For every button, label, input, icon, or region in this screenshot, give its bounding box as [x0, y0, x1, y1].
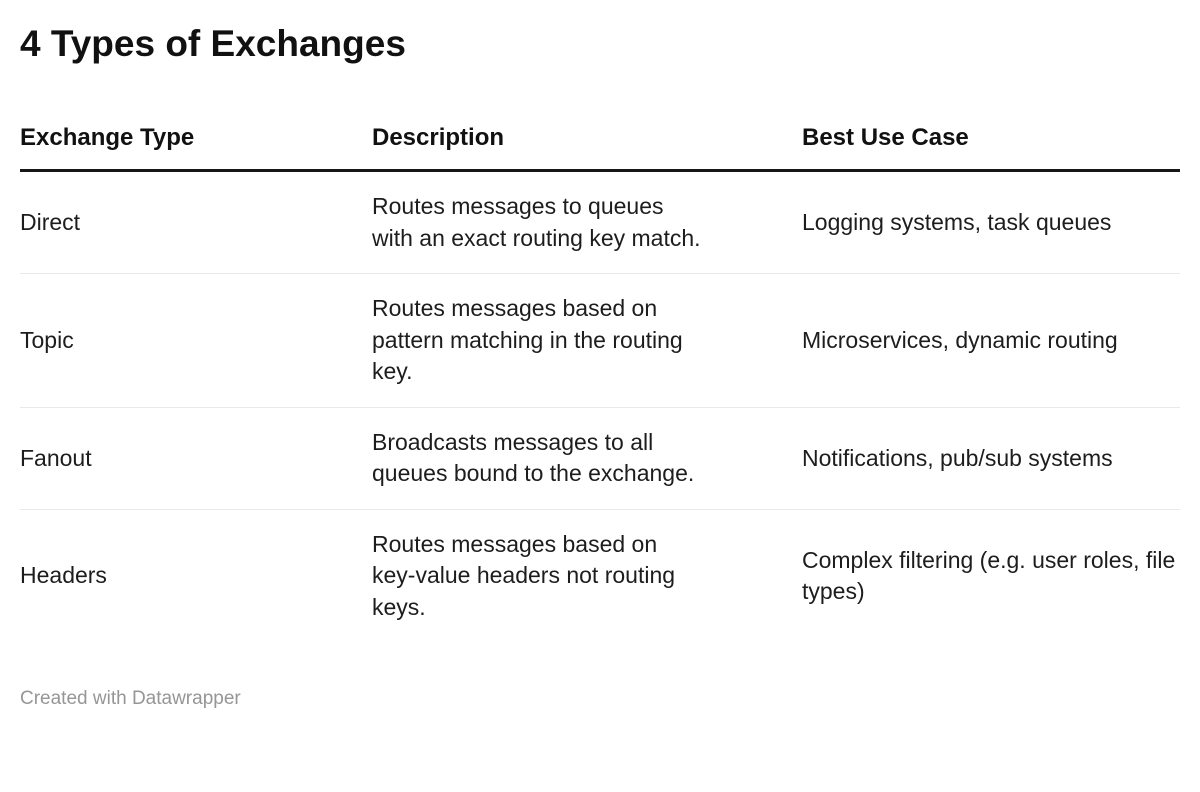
cell-exchange-type: Topic	[20, 273, 372, 408]
use-case-text: Notifications, pub/sub systems	[802, 444, 1113, 471]
cell-best-use-case: Logging systems, task queues	[802, 170, 1180, 275]
table-row-direct: Direct Routes messages to queues with an…	[20, 170, 1180, 275]
column-header-best-use-case: Best Use Case	[802, 123, 1180, 173]
cell-best-use-case: Notifications, pub/sub systems	[802, 407, 1180, 510]
table-row-topic: Topic Routes messages based on pattern m…	[20, 273, 1180, 408]
description-text: Routes messages based on pattern matchin…	[372, 295, 683, 385]
cell-description: Routes messages based on pattern matchin…	[372, 273, 802, 408]
exchange-types-table: Exchange Type Description Best Use Case …	[20, 123, 1180, 642]
chart-container: 4 Types of Exchanges Exchange Type Descr…	[20, 22, 1180, 711]
page-title: 4 Types of Exchanges	[20, 23, 406, 64]
cell-exchange-type: Headers	[20, 562, 107, 589]
cell-best-use-case: Microservices, dynamic routing	[802, 273, 1180, 408]
use-case-text: Microservices, dynamic routing	[802, 326, 1118, 353]
column-header-exchange-type: Exchange Type	[20, 123, 372, 173]
description-text: Routes messages based on key-value heade…	[372, 530, 676, 620]
table-row-headers: Headers Routes messages based on key-val…	[20, 509, 1180, 642]
use-case-text: Logging systems, task queues	[802, 209, 1112, 236]
table-body: Direct Routes messages to queues with an…	[20, 170, 1180, 643]
datawrapper-credit: Created with Datawrapper	[20, 688, 241, 710]
table-row-fanout: Fanout Broadcasts messages to all queues…	[20, 407, 1180, 510]
column-header-description: Description	[372, 123, 802, 173]
cell-description: Routes messages to queues with an exact …	[372, 170, 802, 275]
table-header-row: Exchange Type Description Best Use Case	[20, 123, 1180, 173]
cell-description: Routes messages based on key-value heade…	[372, 509, 802, 642]
table-header: Exchange Type Description Best Use Case	[20, 123, 1180, 173]
use-case-text: Complex filtering (e.g. user roles, file…	[802, 546, 1176, 605]
cell-exchange-type: Direct	[20, 170, 372, 275]
cell-description: Broadcasts messages to all queues bound …	[372, 407, 802, 510]
cell-exchange-type: Fanout	[20, 407, 372, 510]
cell-best-use-case: Complex filtering (e.g. user roles, file…	[802, 509, 1180, 642]
description-text: Routes messages to queues with an exact …	[372, 193, 701, 251]
description-text: Broadcasts messages to all queues bound …	[372, 428, 695, 487]
